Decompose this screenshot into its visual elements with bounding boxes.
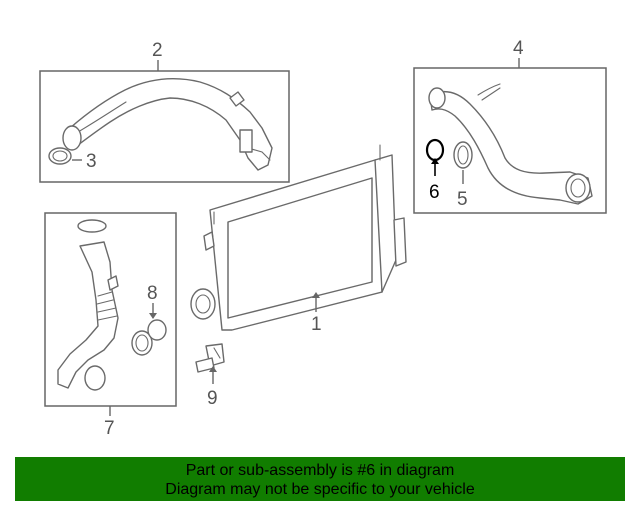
charge-air-cooler-part-1[interactable] <box>190 144 407 331</box>
callout-3: 3 <box>86 151 97 172</box>
callout-1: 1 <box>311 314 322 335</box>
callout-7: 7 <box>104 418 115 439</box>
callout-2: 2 <box>152 40 163 61</box>
callout-6-highlighted: 6 <box>429 182 440 203</box>
callout-4: 4 <box>513 38 524 59</box>
banner-line-2: Diagram may not be specific to your vehi… <box>165 481 475 498</box>
callout-8: 8 <box>147 283 158 304</box>
banner-line-1: Part or sub-assembly is #6 in diagram <box>185 462 455 479</box>
group-box-2 <box>39 70 290 183</box>
group-box-4 <box>413 67 607 214</box>
clamp-part-7b <box>131 330 153 356</box>
info-banner: Part or sub-assembly is #6 in diagram Di… <box>15 457 625 501</box>
inlet-hose-part-7[interactable] <box>57 219 119 391</box>
charge-air-pipe-part-2[interactable] <box>62 78 273 171</box>
charge-air-pipe-part-4[interactable] <box>428 83 593 205</box>
seal-part-8[interactable] <box>147 319 167 341</box>
sensor-part-9[interactable] <box>195 343 225 373</box>
clamp-part-5[interactable] <box>453 141 473 169</box>
parts-diagram: 1 2 3 4 5 6 7 8 9 <box>39 38 607 439</box>
gasket-part-6[interactable] <box>425 138 445 162</box>
callout-9: 9 <box>207 388 218 409</box>
callout-5: 5 <box>457 189 468 210</box>
clamp-part-3[interactable] <box>48 147 72 165</box>
